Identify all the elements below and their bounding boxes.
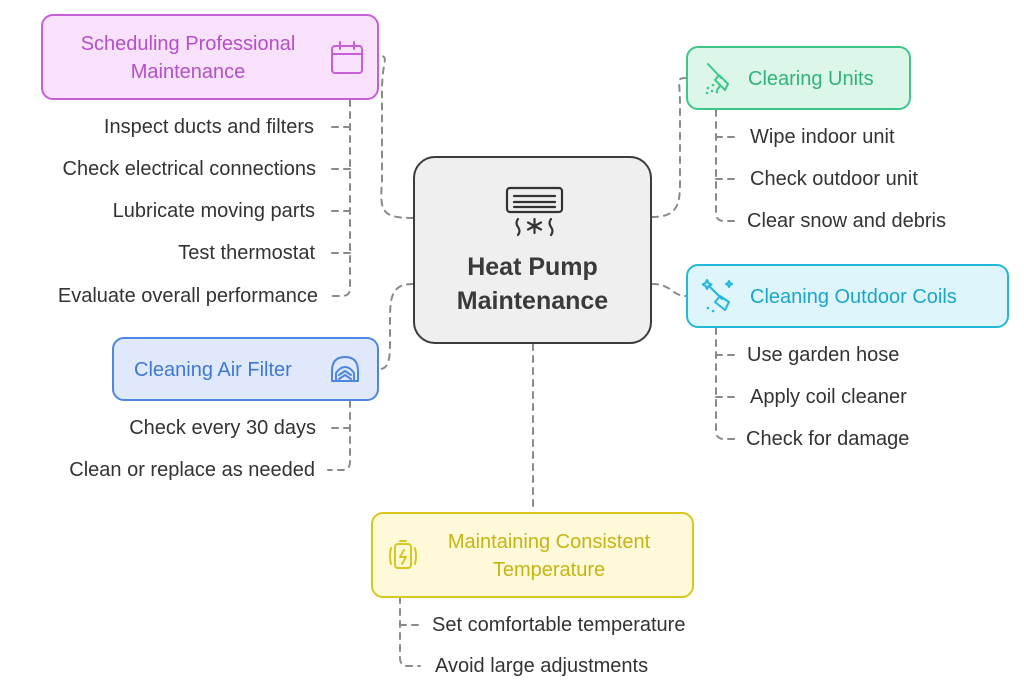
calendar-icon (329, 40, 365, 81)
leaf-check-electrical: Check electrical connections (62, 158, 316, 180)
air-conditioner-icon (504, 186, 566, 243)
leaf-inspect-ducts: Inspect ducts and filters (103, 116, 314, 138)
central-topic-node[interactable]: Heat Pump Maintenance (413, 156, 652, 344)
leaf-garden-hose: Use garden hose (747, 344, 900, 366)
topic-cleaning-air-filter[interactable]: Cleaning Air Filter (112, 337, 379, 401)
leaf-lubricate-parts: Lubricate moving parts (112, 200, 315, 222)
connector-air-filter (378, 283, 414, 370)
central-title-line1: Heat Pump (467, 253, 598, 281)
mask-icon (328, 353, 362, 392)
leaf-wipe-indoor: Wipe indoor unit (750, 126, 895, 148)
topic-clearing-units-label: Clearing Units (748, 68, 874, 90)
topic-temperature-label-line1: Maintaining Consistent (447, 531, 651, 553)
leaf-clean-replace: Clean or replace as needed (69, 459, 315, 481)
leaf-check-outdoor: Check outdoor unit (750, 168, 918, 190)
topic-scheduling-professional-maintenance[interactable]: Scheduling Professional Maintenance (41, 14, 379, 100)
topic-cleaning-coils-label: Cleaning Outdoor Coils (750, 286, 957, 308)
topic-clearing-units[interactable]: Clearing Units (686, 46, 911, 110)
leaf-test-thermostat: Test thermostat (178, 242, 315, 264)
topic-temperature-label: Maintaining Consistent Temperature (425, 528, 673, 584)
topic-cleaning-outdoor-coils[interactable]: Cleaning Outdoor Coils (686, 264, 1009, 328)
central-title-line2: Maintenance (456, 287, 609, 315)
central-topic-title: Heat Pump Maintenance (415, 250, 650, 318)
topic-scheduling-label-line2: Maintenance (130, 61, 246, 83)
leaf-clear-snow: Clear snow and debris (747, 210, 946, 232)
topic-scheduling-label-line1: Scheduling Professional (80, 33, 296, 55)
topic-air-filter-label: Cleaning Air Filter (134, 359, 292, 381)
topic-scheduling-label: Scheduling Professional Maintenance (43, 30, 333, 86)
thermostat-battery-icon (387, 538, 419, 579)
broom-icon (704, 61, 738, 100)
connector-scheduling-leaves (327, 99, 351, 297)
leaf-evaluate-performance: Evaluate overall performance (57, 285, 318, 307)
connector-clearing-units (651, 77, 687, 218)
connector-cleaning-coils (651, 283, 687, 297)
topic-maintaining-temperature[interactable]: Maintaining Consistent Temperature (371, 512, 694, 598)
leaf-set-temperature: Set comfortable temperature (432, 614, 686, 636)
leaf-coil-cleaner: Apply coil cleaner (750, 386, 907, 408)
leaf-check-30-days: Check every 30 days (129, 417, 316, 439)
leaf-check-damage: Check for damage (746, 428, 910, 450)
connector-scheduling (378, 55, 414, 219)
topic-temperature-label-line2: Temperature (492, 559, 606, 581)
sparkle-broom-icon (701, 278, 738, 319)
leaf-avoid-adjustments: Avoid large adjustments (435, 655, 649, 677)
